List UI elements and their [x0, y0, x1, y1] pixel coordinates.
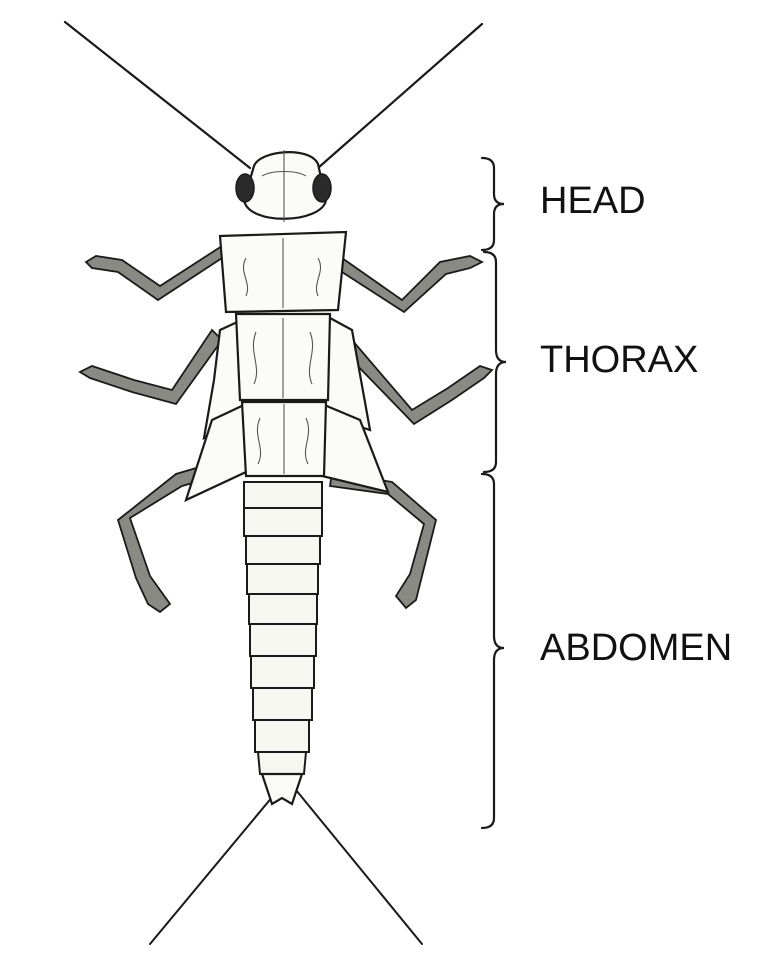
left-eye [236, 174, 254, 202]
head [236, 150, 331, 222]
head-label: HEAD [540, 180, 646, 222]
right-hind-leg [330, 472, 436, 608]
region-brackets [482, 158, 506, 828]
right-eye [313, 174, 331, 202]
left-wing-pad-rear [186, 404, 246, 500]
right-front-leg [342, 256, 482, 312]
left-cercus [150, 790, 278, 944]
antennae [65, 22, 482, 168]
right-cercus [296, 790, 422, 944]
thorax-bracket [484, 252, 506, 472]
abdomen-label: ABDOMEN [540, 627, 732, 669]
left-antenna [65, 22, 250, 168]
right-middle-leg [350, 340, 492, 424]
cerci [150, 790, 422, 944]
left-front-leg [86, 246, 222, 300]
abdomen [244, 482, 322, 804]
thorax-label: THORAX [540, 339, 698, 381]
left-middle-leg [80, 330, 222, 404]
right-antenna [318, 24, 482, 168]
head-bracket [482, 158, 504, 250]
right-wing-pad-rear [322, 404, 388, 492]
abdomen-bracket [482, 474, 504, 828]
